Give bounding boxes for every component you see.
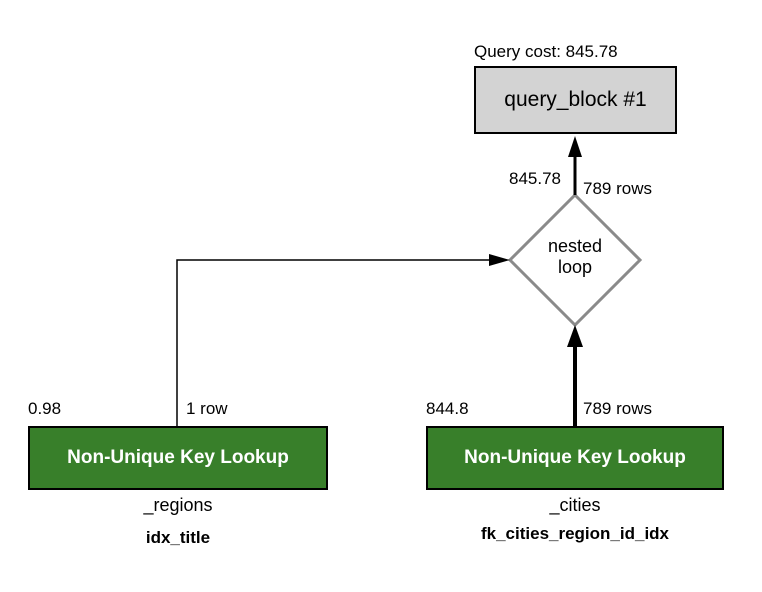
query-cost-label: Query cost: 845.78 [474, 42, 618, 61]
edge-regions-to-nested-loop [176, 259, 490, 426]
nested-loop-line1: nested [547, 236, 603, 256]
regions-cost: 0.98 [28, 399, 62, 418]
query-block-node[interactable]: query_block #1 [474, 66, 677, 134]
cities-index-name: fk_cities_region_id_idx [480, 524, 670, 543]
cities-table-name: _cities [549, 495, 601, 515]
query-block-title: query_block #1 [504, 88, 647, 111]
regions-table-name: _regions [143, 495, 213, 515]
regions-lookup-label: Non-Unique Key Lookup [67, 447, 289, 468]
cities-lookup-node[interactable]: Non-Unique Key Lookup [426, 426, 724, 490]
nested-loop-label: nested loop [509, 236, 641, 278]
nested-loop-cost: 845.78 [509, 169, 561, 188]
nested-loop-rows: 789 rows [583, 179, 652, 198]
nested-loop-line2: loop [557, 257, 593, 277]
cities-lookup-label: Non-Unique Key Lookup [464, 447, 686, 468]
arrowhead-nested-loop-left [489, 254, 510, 266]
cities-cost: 844.8 [426, 399, 469, 418]
regions-rows: 1 row [186, 399, 228, 418]
cities-rows: 789 rows [583, 399, 652, 418]
arrowhead-nested-loop-bottom [567, 325, 583, 347]
arrowhead-query-block [568, 136, 582, 157]
regions-lookup-node[interactable]: Non-Unique Key Lookup [28, 426, 328, 490]
regions-index-name: idx_title [145, 528, 211, 547]
